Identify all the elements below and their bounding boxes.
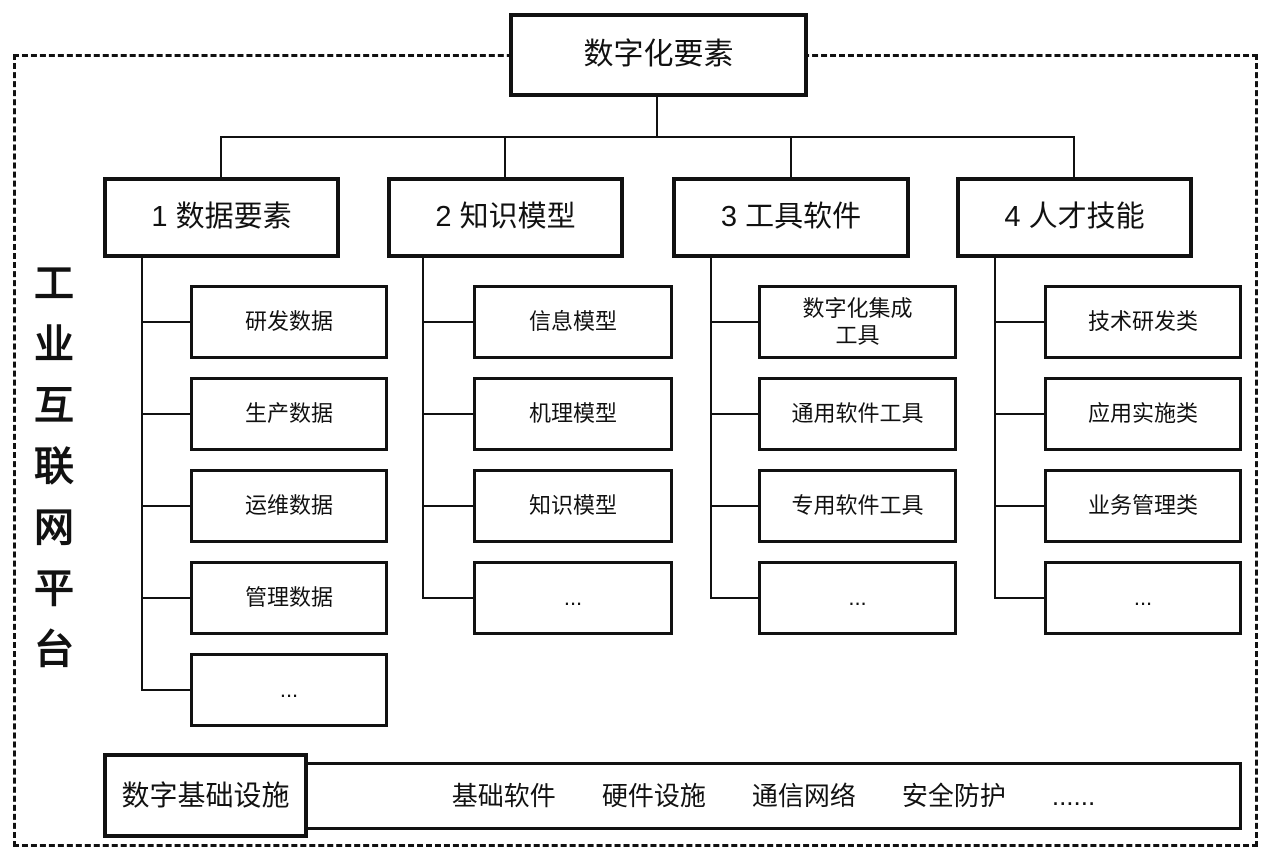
- node-child: 数字化集成 工具: [758, 285, 957, 359]
- node-child-more: ...: [190, 653, 388, 727]
- connector-line: [994, 413, 1044, 415]
- node-root: 数字化要素: [509, 13, 808, 97]
- connector-line: [422, 413, 473, 415]
- node-child: 研发数据: [190, 285, 388, 359]
- node-child: 应用实施类: [1044, 377, 1242, 451]
- node-branch-knowledge: 2 知识模型: [387, 177, 624, 258]
- connector-line: [141, 505, 190, 507]
- node-child: 机理模型: [473, 377, 673, 451]
- node-child: 生产数据: [190, 377, 388, 451]
- connector-line: [422, 321, 473, 323]
- connector-line: [422, 258, 424, 599]
- node-child-more: ...: [1044, 561, 1242, 635]
- connector-line: [710, 597, 758, 599]
- connector-line: [422, 597, 473, 599]
- connector-line: [710, 258, 712, 599]
- node-child-more: ...: [473, 561, 673, 635]
- connector-line: [422, 505, 473, 507]
- connector-line: [141, 689, 190, 691]
- node-branch-talent: 4 人才技能: [956, 177, 1193, 258]
- platform-label: 工业互联网平台: [28, 262, 72, 689]
- infrastructure-item: 通信网络: [751, 780, 856, 811]
- connector-line: [994, 597, 1044, 599]
- node-child: 管理数据: [190, 561, 388, 635]
- connector-line: [710, 321, 758, 323]
- connector-line: [141, 321, 190, 323]
- infrastructure-item-more: ......: [1051, 780, 1096, 811]
- node-branch-data: 1 数据要素: [103, 177, 340, 258]
- node-child: 通用软件工具: [758, 377, 957, 451]
- connector-line: [141, 413, 190, 415]
- infrastructure-item: 基础软件: [451, 780, 556, 811]
- connector-line: [141, 258, 143, 691]
- connector-line: [790, 137, 792, 177]
- infrastructure-bar: 基础软件 硬件设施 通信网络 安全防护 ......: [305, 762, 1242, 830]
- node-child: 信息模型: [473, 285, 673, 359]
- connector-line: [994, 505, 1044, 507]
- connector-line: [141, 597, 190, 599]
- connector-line: [220, 137, 222, 177]
- node-child: 知识模型: [473, 469, 673, 543]
- infrastructure-item: 硬件设施: [601, 780, 706, 811]
- infrastructure-label: 数字基础设施: [103, 753, 308, 838]
- infrastructure-items: 基础软件 硬件设施 通信网络 安全防护 ......: [308, 780, 1239, 813]
- node-child: 运维数据: [190, 469, 388, 543]
- connector-line: [656, 97, 658, 138]
- connector-line: [504, 137, 506, 177]
- connector-line: [220, 136, 1075, 138]
- node-branch-tools: 3 工具软件: [672, 177, 910, 258]
- node-child: 技术研发类: [1044, 285, 1242, 359]
- connector-line: [710, 413, 758, 415]
- node-child: 业务管理类: [1044, 469, 1242, 543]
- connector-line: [1073, 137, 1075, 177]
- connector-line: [994, 321, 1044, 323]
- node-child-more: ...: [758, 561, 957, 635]
- node-child: 专用软件工具: [758, 469, 957, 543]
- connector-line: [994, 258, 996, 599]
- infrastructure-item: 安全防护: [901, 780, 1006, 811]
- connector-line: [710, 505, 758, 507]
